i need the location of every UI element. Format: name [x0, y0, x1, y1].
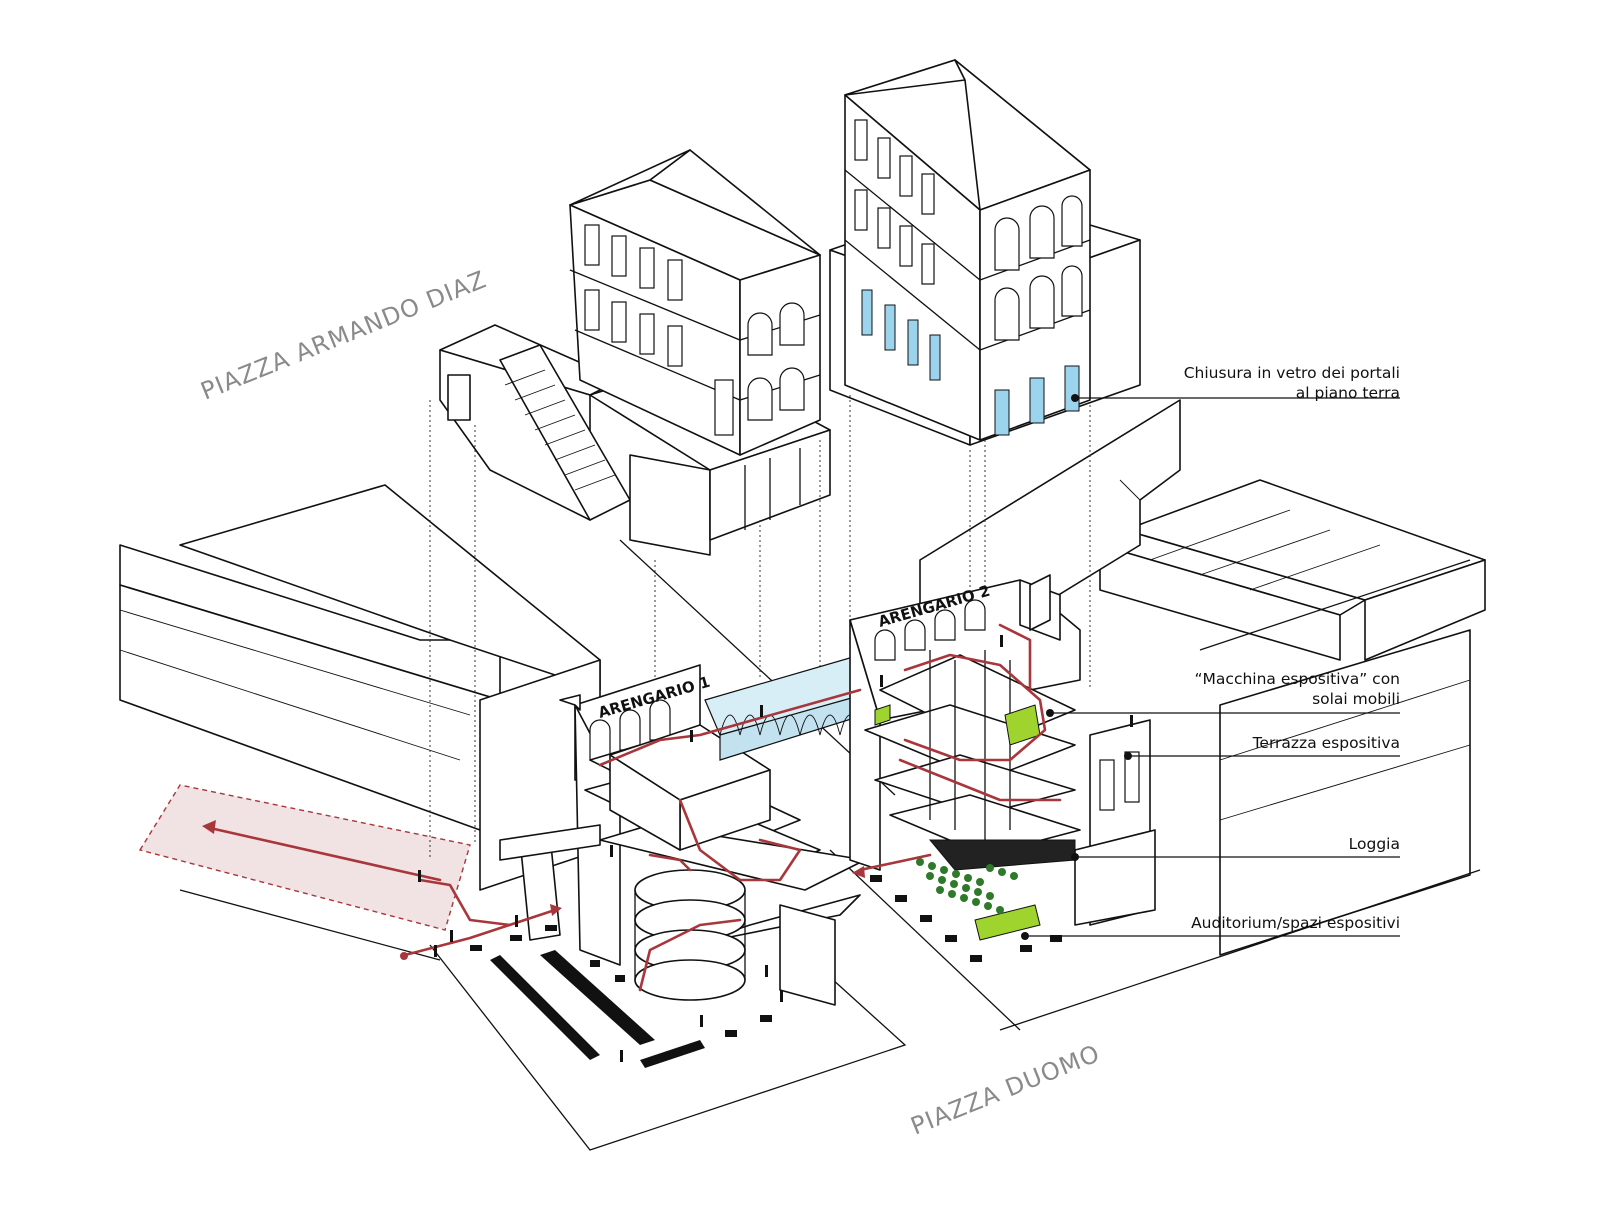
arengario-2-section: [849, 574, 1156, 941]
annotation-exhibition-terrace: Terrazza espositiva: [1252, 734, 1400, 752]
annotation-glass-portals-line2: al piano terra: [1296, 384, 1400, 402]
piazza-armando-diaz-area: [138, 784, 471, 931]
people: [418, 635, 1133, 1062]
annotation-exhibition-machine-line1: “Macchina espositiva” con: [1195, 670, 1400, 688]
circulation-route: [202, 623, 1062, 992]
annotation-leaders: [1021, 394, 1400, 940]
annotation-exhibition-machine-line2: solai mobili: [1312, 690, 1400, 708]
piazza-ground: [138, 539, 1021, 1151]
annotation-loggia: Loggia: [1349, 835, 1400, 853]
arengario-2-upper-volume: [829, 59, 1141, 446]
context-buildings-right: [919, 399, 1486, 1031]
glass-portals: [861, 289, 1080, 436]
annotation-auditorium: Auditorium/spazi espositivi: [1191, 914, 1400, 932]
annotation-glass-portals-line1: Chiusura in vetro dei portali: [1184, 364, 1400, 382]
auditorium-seats: [916, 858, 1018, 914]
label-piazza-duomo: PIAZZA DUOMO: [907, 1039, 1104, 1140]
arengario-1-upper-volume: [439, 149, 831, 556]
ground-plan-marks: [470, 875, 1062, 1068]
